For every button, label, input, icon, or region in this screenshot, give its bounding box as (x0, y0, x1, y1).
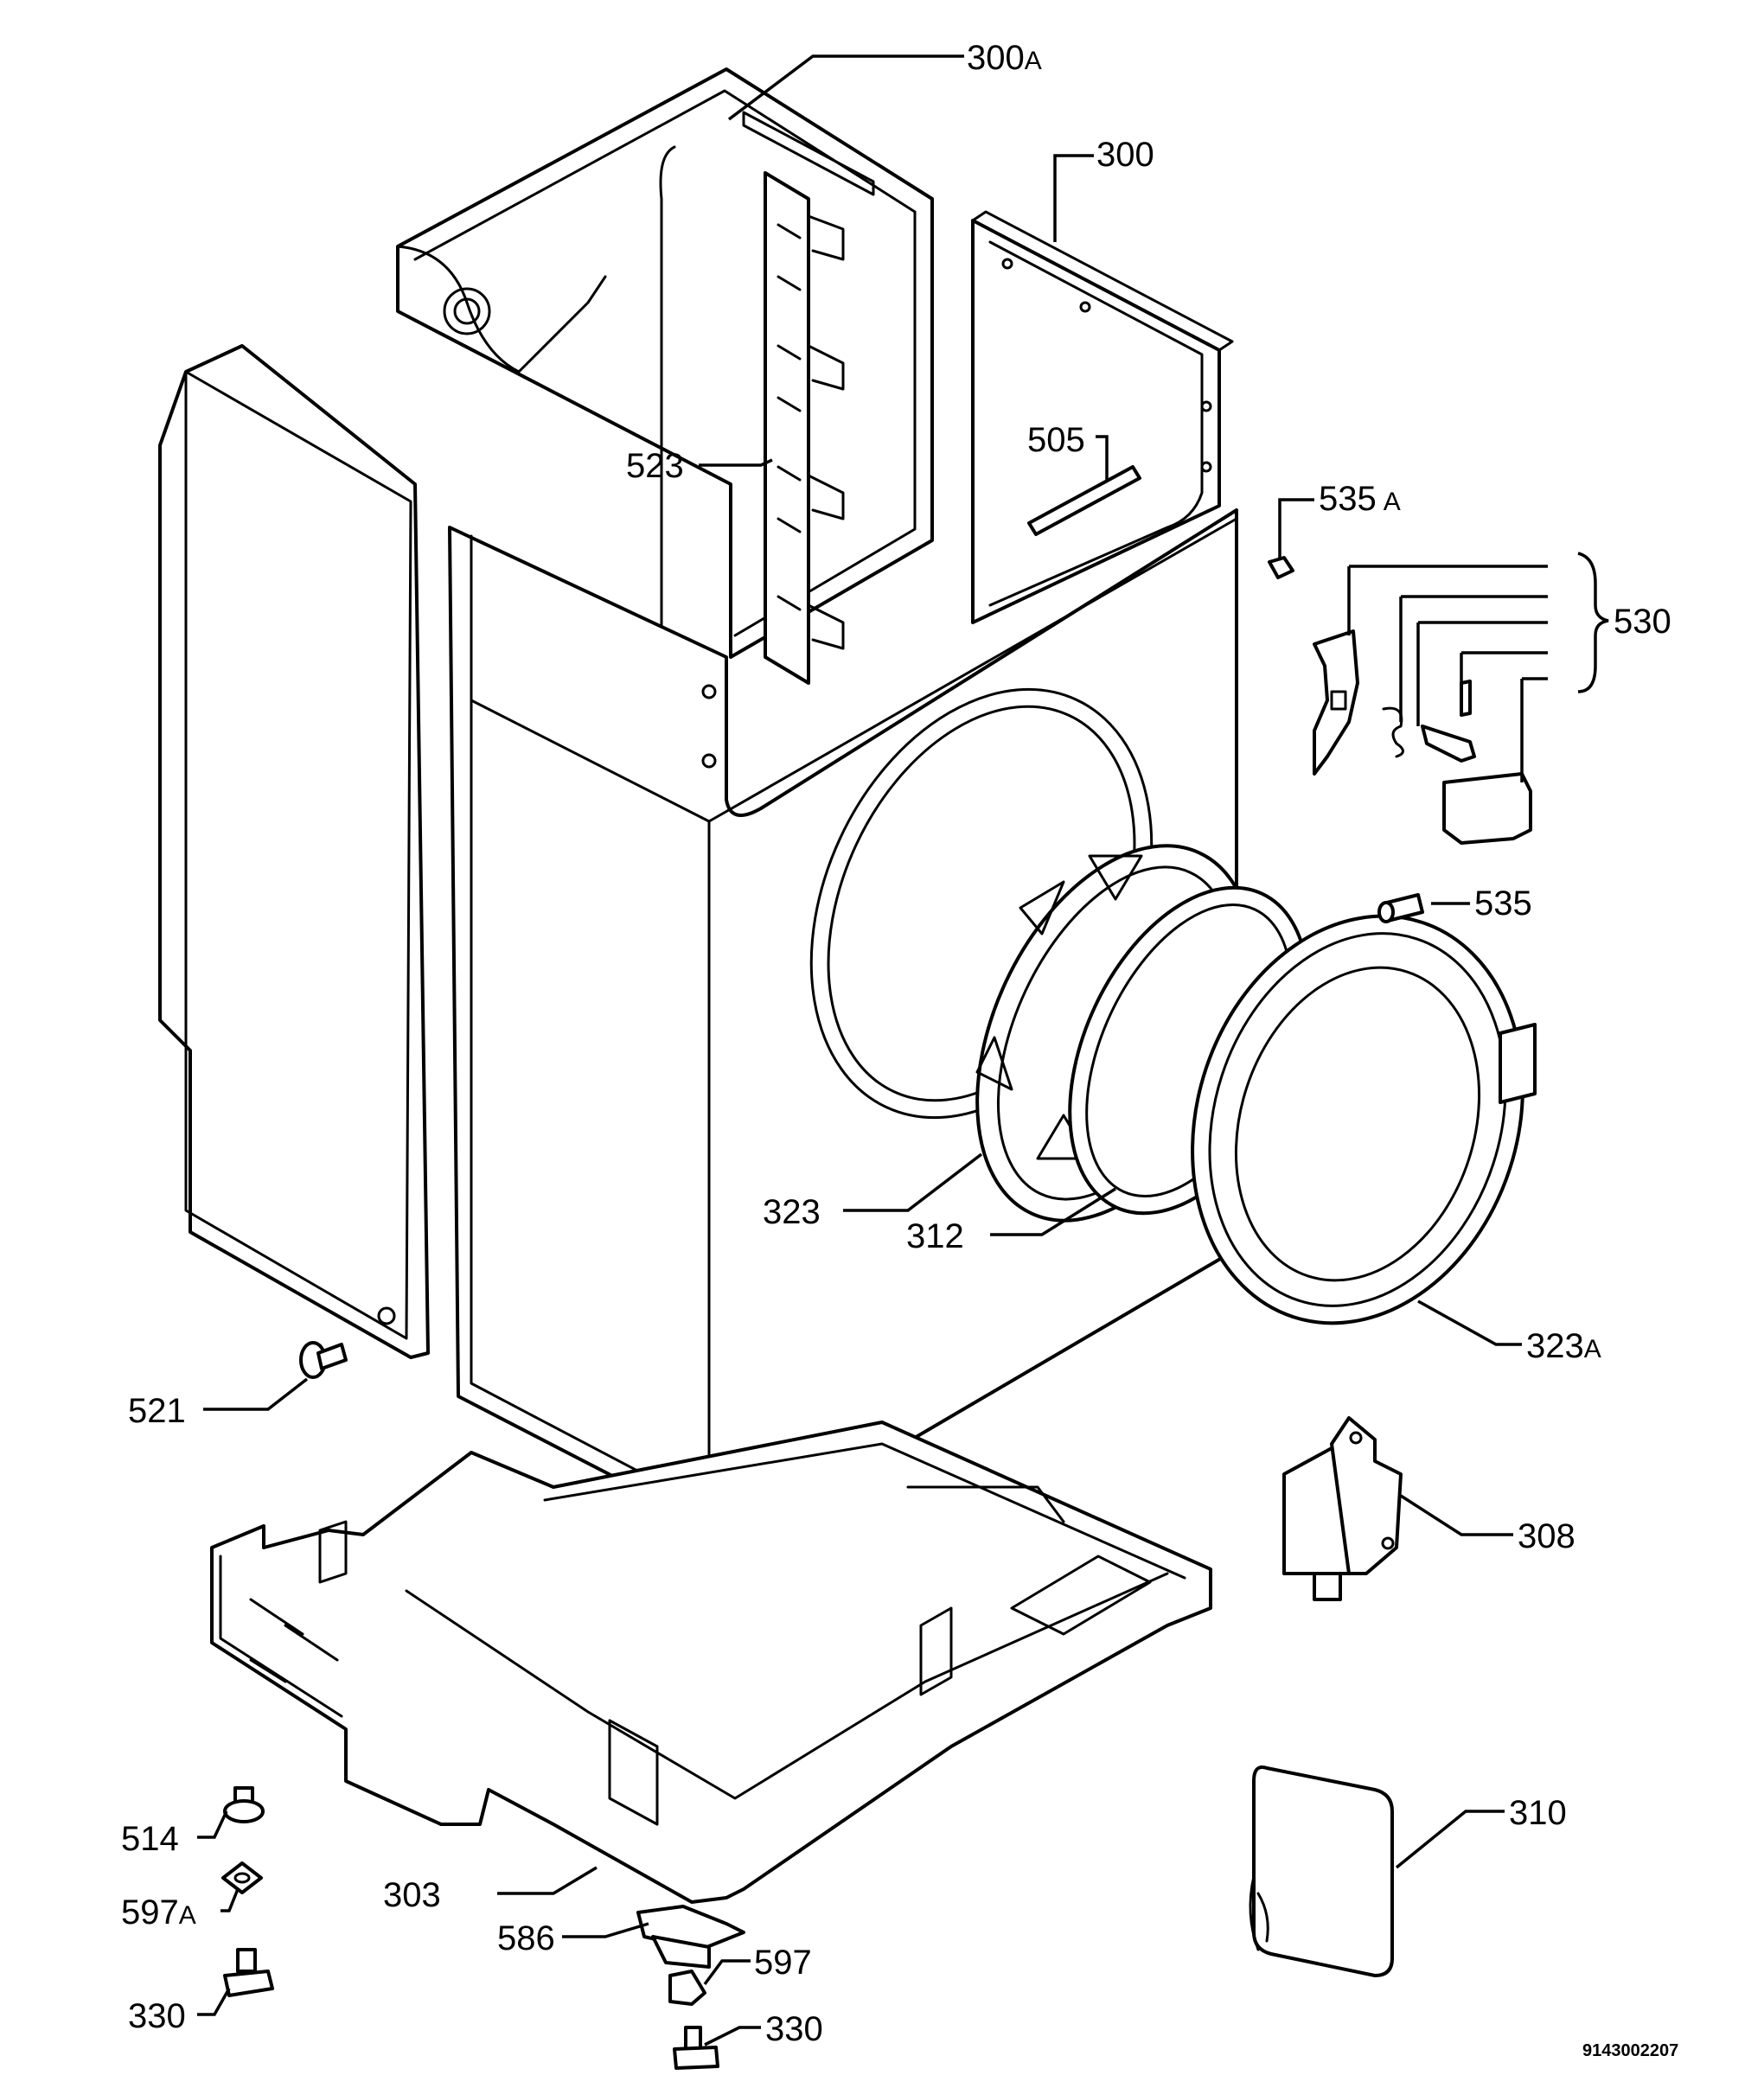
foot-586 (636, 1905, 745, 1969)
label-312: 312 (906, 1217, 964, 1255)
door-ring-323a (1191, 914, 1537, 1325)
label-535: 535 (1474, 884, 1532, 923)
hinge-set-530 (1313, 629, 1532, 845)
label-323a: 323A (1526, 1327, 1601, 1365)
label-323: 323 (763, 1193, 821, 1231)
label-330-right: 330 (765, 2010, 823, 2048)
base-frame-303 (210, 1421, 1212, 1904)
pin-535 (1377, 893, 1424, 923)
label-586: 586 (497, 1919, 555, 1957)
leader-lines (197, 54, 1609, 2046)
label-530: 530 (1614, 603, 1671, 641)
nut-597a (221, 1861, 263, 1894)
label-310: 310 (1509, 1794, 1567, 1832)
label-505: 505 (1027, 421, 1085, 459)
label-330-left: 330 (128, 1997, 186, 2035)
pin-535a (1268, 556, 1294, 579)
left-side-panel (158, 344, 430, 1359)
screw-514 (223, 1786, 265, 1823)
screw-521 (299, 1341, 348, 1379)
cable-holder-523 (764, 171, 845, 685)
nut-597 (668, 1970, 706, 2006)
document-number: 9143002207 (1582, 2041, 1678, 2060)
label-303: 303 (383, 1876, 441, 1914)
label-308: 308 (1518, 1517, 1575, 1555)
foot-330-right (673, 2026, 719, 2070)
door-hinge-308 (1282, 1416, 1403, 1601)
label-523: 523 (626, 447, 684, 485)
bar-505 (1027, 465, 1141, 536)
filter-flap-310 (1249, 1765, 1394, 1977)
label-514: 514 (121, 1820, 179, 1858)
foot-330-left (223, 1948, 274, 1997)
label-597: 597 (754, 1944, 812, 1982)
label-300: 300 (1096, 136, 1154, 174)
label-300a: 300A (967, 39, 1042, 77)
label-521: 521 (128, 1392, 186, 1430)
label-597a: 597A (121, 1893, 196, 1931)
